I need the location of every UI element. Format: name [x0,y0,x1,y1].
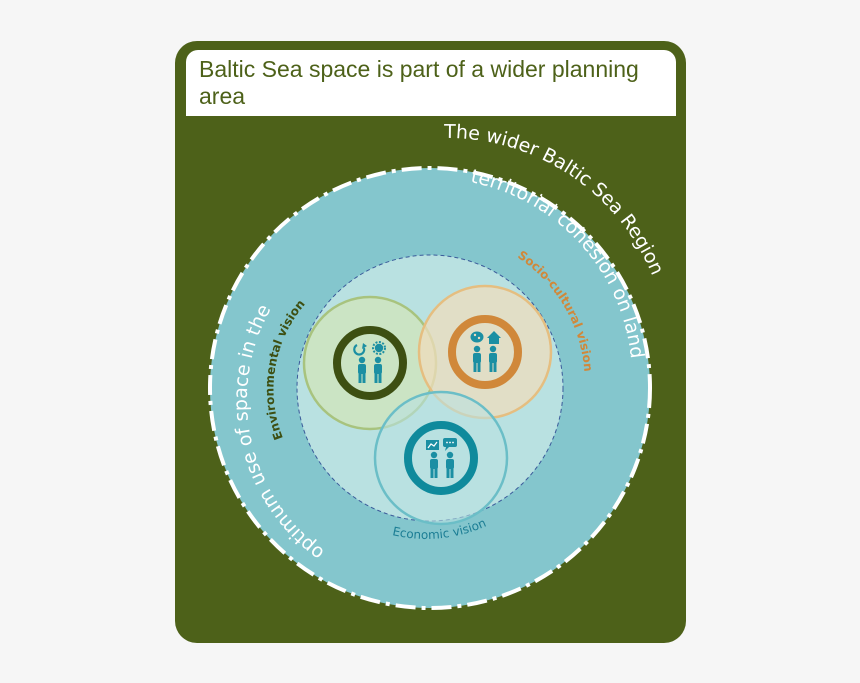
page-title: Baltic Sea space is part of a wider plan… [199,56,639,109]
economic-emblem-ring [404,421,478,495]
chart-chat-people-icon [426,438,457,478]
title-box [186,50,676,116]
palette-house-people-icon [470,331,501,372]
environmental-emblem-ring [333,326,407,400]
economic-circle [373,390,509,526]
socio-cultural-emblem-ring [448,315,522,389]
outer-boundary-dashed [208,166,652,610]
cycle-gear-people-icon [353,341,386,383]
